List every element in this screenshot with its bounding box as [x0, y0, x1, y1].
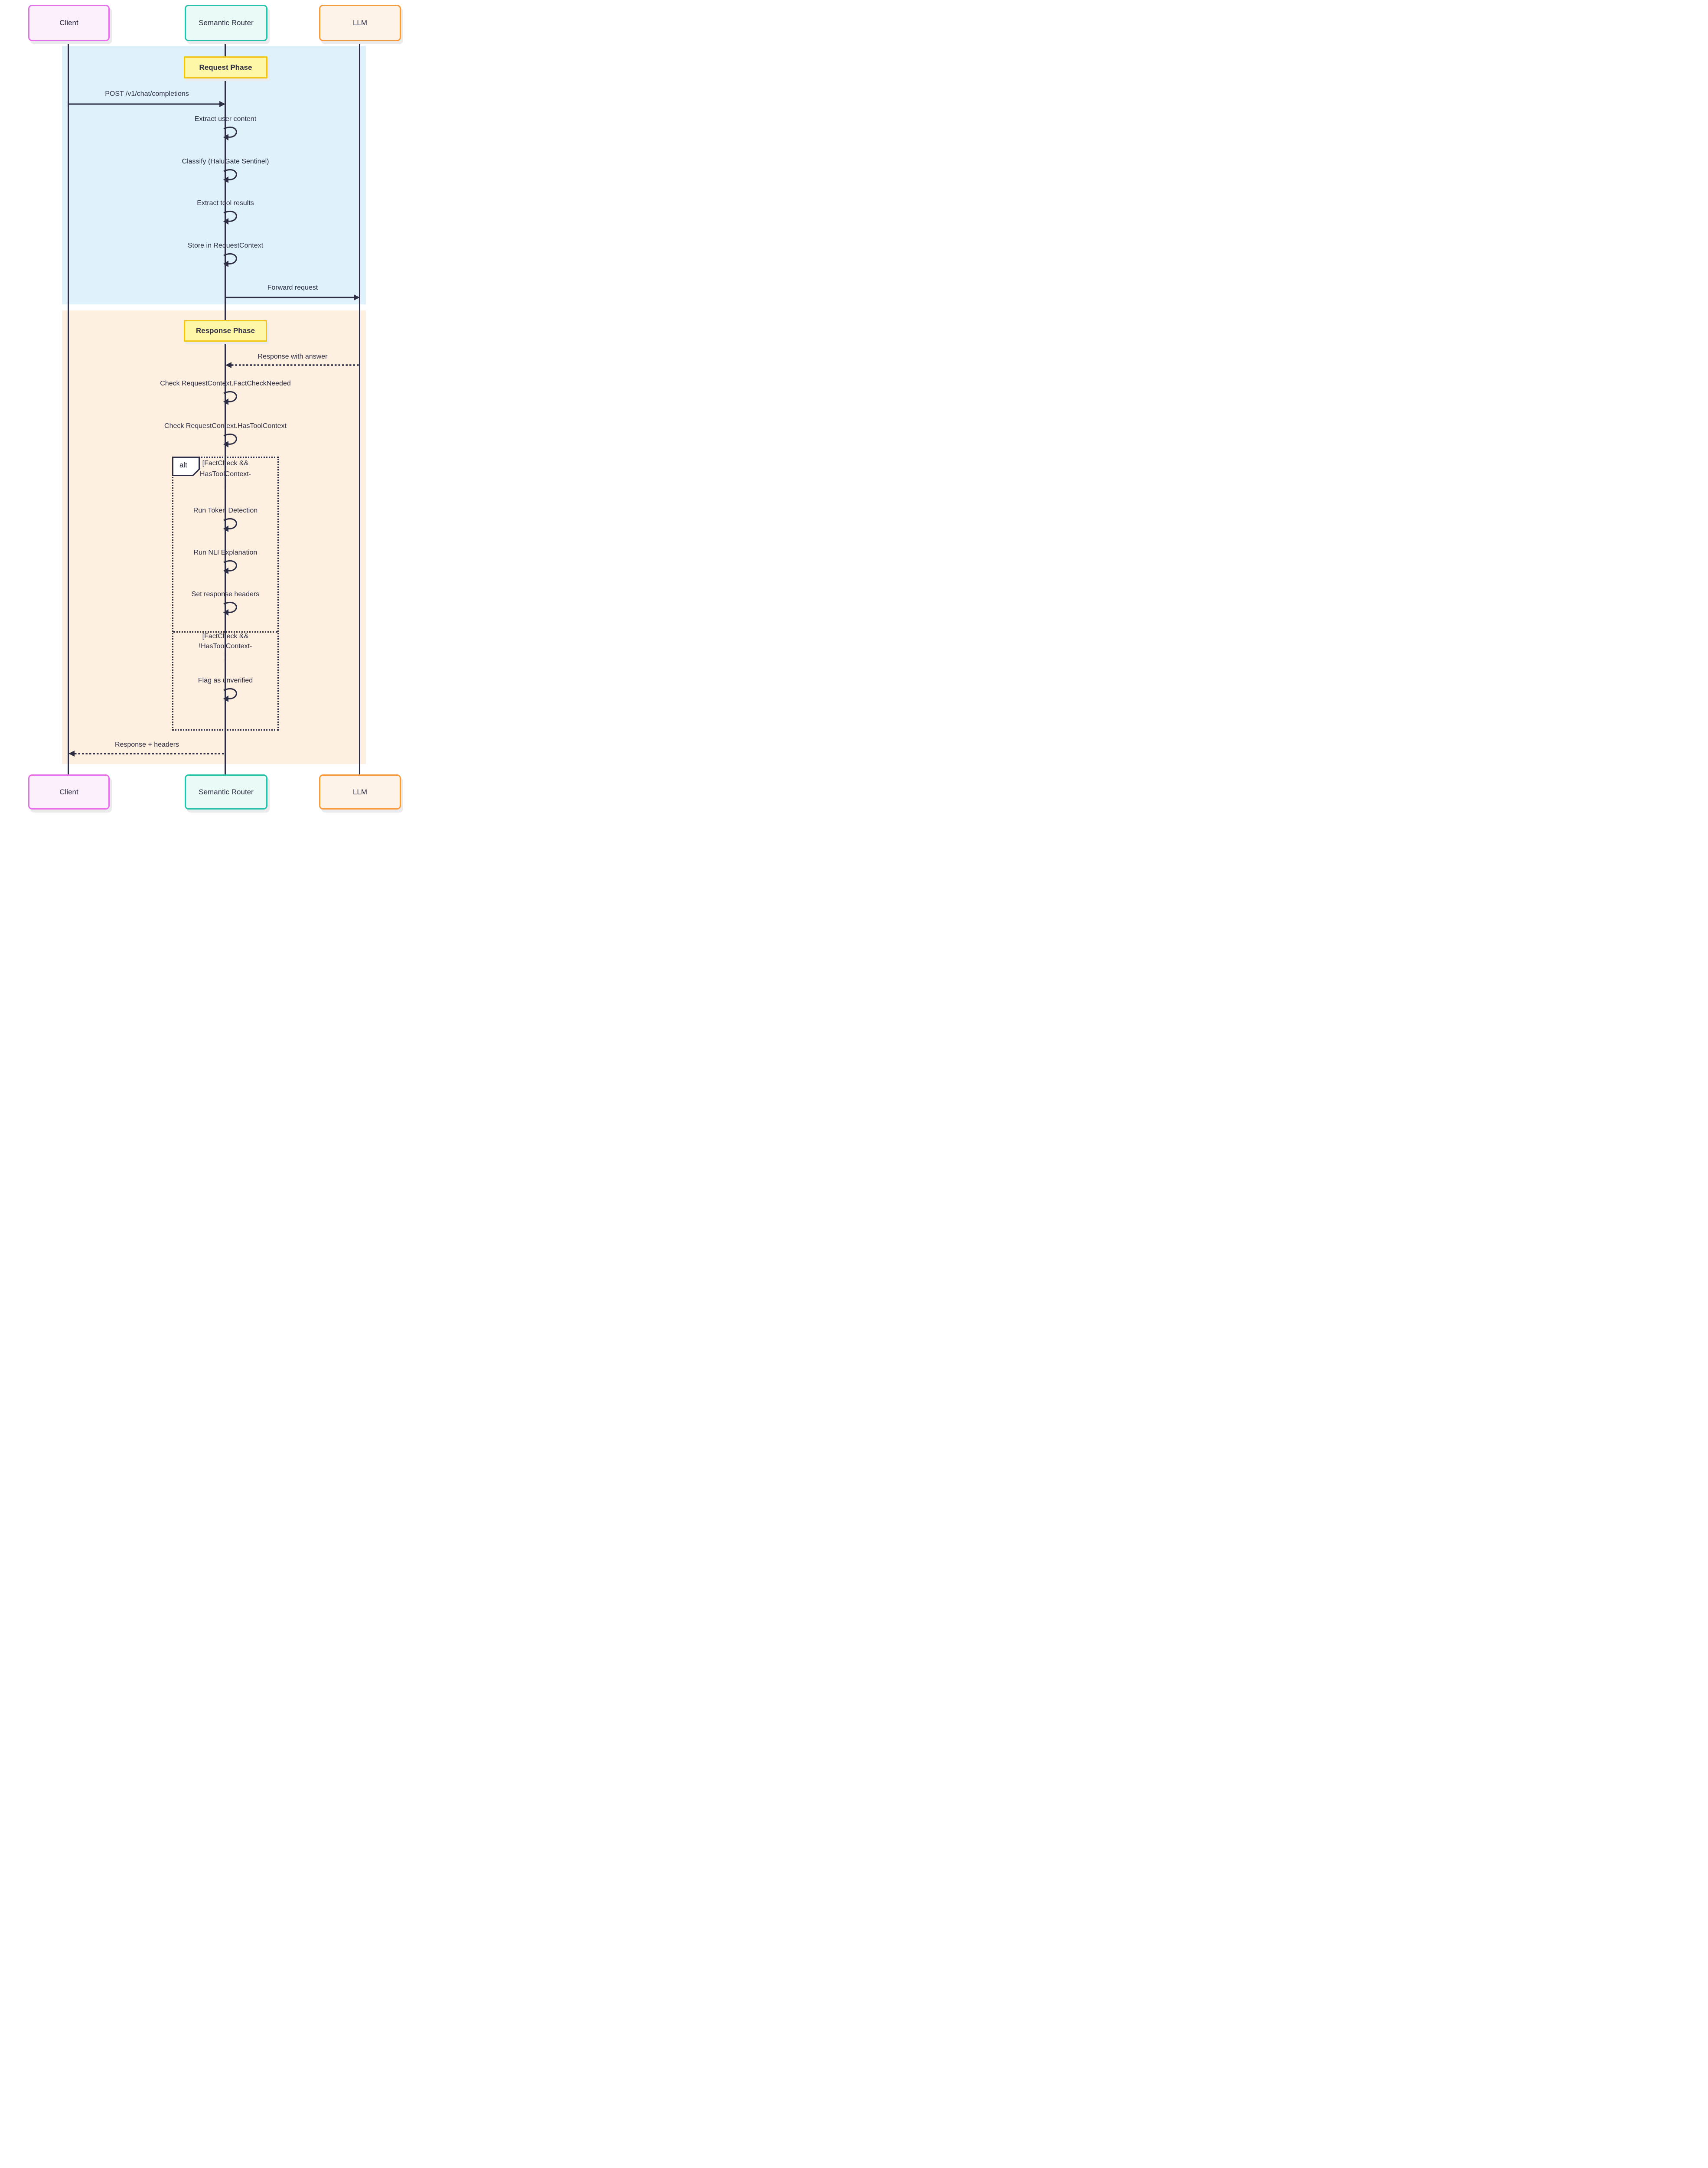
- alt-condition-line: !HasToolContext-: [199, 643, 252, 650]
- note-label: Response Phase: [196, 327, 255, 335]
- arrow-left-dashed-icon: [225, 362, 360, 368]
- alt-condition-line: HasToolContext-: [199, 470, 251, 478]
- arrow-right-icon: [225, 294, 360, 300]
- alt-condition-else: [FactCheck && !HasToolContext- ]: [160, 631, 290, 661]
- actor-label: Semantic Router: [199, 19, 254, 27]
- alt-label: alt: [172, 457, 200, 476]
- self-loop-arrow-icon: [223, 211, 237, 225]
- alt-condition-line: [FactCheck &&: [202, 460, 249, 467]
- alt-label-text: alt: [179, 461, 187, 469]
- self-loop-arrow-icon: [223, 560, 237, 574]
- self-loop-arrow-icon: [223, 688, 237, 702]
- actor-top-client: Client: [28, 5, 110, 41]
- actor-label: LLM: [352, 787, 368, 796]
- message-extract-tools: Extract tool results: [197, 199, 254, 207]
- alt-condition-if: [FactCheck && HasToolContext- ]: [160, 458, 290, 490]
- self-loop-arrow-icon: [223, 391, 237, 405]
- message-check-factcheck: Check RequestContext.FactCheckNeeded: [160, 380, 291, 387]
- message-run-token: Run Token Detection: [193, 507, 258, 514]
- self-loop-arrow-icon: [223, 169, 237, 183]
- lifeline-router: [225, 41, 226, 774]
- message-check-toolcontext: Check RequestContext.HasToolContext: [164, 422, 287, 430]
- actor-label: Client: [59, 787, 78, 796]
- self-loop-arrow-icon: [223, 602, 237, 616]
- actor-bottom-client: Client: [28, 774, 110, 810]
- message-response-answer: Response with answer: [258, 353, 328, 360]
- arrow-right-icon: [68, 101, 225, 107]
- message-response-headers: Response + headers: [114, 741, 179, 748]
- request-phase-band: [62, 46, 366, 304]
- message-post: POST /v1/chat/completions: [105, 90, 189, 98]
- arrow-left-dashed-icon: [68, 751, 225, 757]
- sequence-diagram: Client Semantic Router LLM Request Phase…: [0, 0, 427, 832]
- note-label: Request Phase: [199, 63, 252, 72]
- actor-label: LLM: [352, 19, 368, 27]
- message-flag-unverified: Flag as unverified: [198, 677, 253, 684]
- self-loop-arrow-icon: [223, 253, 237, 267]
- note-request-phase: Request Phase: [184, 56, 267, 78]
- response-phase-band: [62, 310, 366, 764]
- note-response-phase: Response Phase: [184, 320, 267, 342]
- self-loop-arrow-icon: [223, 434, 237, 447]
- message-extract-user: Extract user content: [194, 115, 257, 123]
- alt-condition-line: [FactCheck &&: [202, 633, 249, 640]
- message-run-nli: Run NLI Explanation: [193, 549, 258, 556]
- alt-condition-line: ]: [224, 653, 227, 660]
- alt-condition-line: ]: [224, 481, 227, 489]
- message-forward: Forward request: [267, 284, 318, 291]
- actor-top-llm: LLM: [319, 5, 401, 41]
- actor-label: Client: [59, 19, 78, 27]
- actor-top-router: Semantic Router: [185, 5, 267, 41]
- message-store-context: Store in RequestContext: [187, 242, 264, 249]
- lifeline-client: [68, 41, 69, 774]
- message-set-headers: Set response headers: [191, 591, 260, 598]
- self-loop-arrow-icon: [223, 127, 237, 140]
- self-loop-arrow-icon: [223, 518, 237, 532]
- actor-bottom-router: Semantic Router: [185, 774, 267, 810]
- lifeline-llm: [359, 41, 360, 774]
- alt-divider: [173, 631, 277, 633]
- alt-frame: [172, 457, 279, 731]
- actor-bottom-llm: LLM: [319, 774, 401, 810]
- alt-label-shape: [172, 457, 200, 476]
- message-classify: Classify (HaluGate Sentinel): [182, 158, 269, 165]
- actor-label: Semantic Router: [199, 787, 254, 796]
